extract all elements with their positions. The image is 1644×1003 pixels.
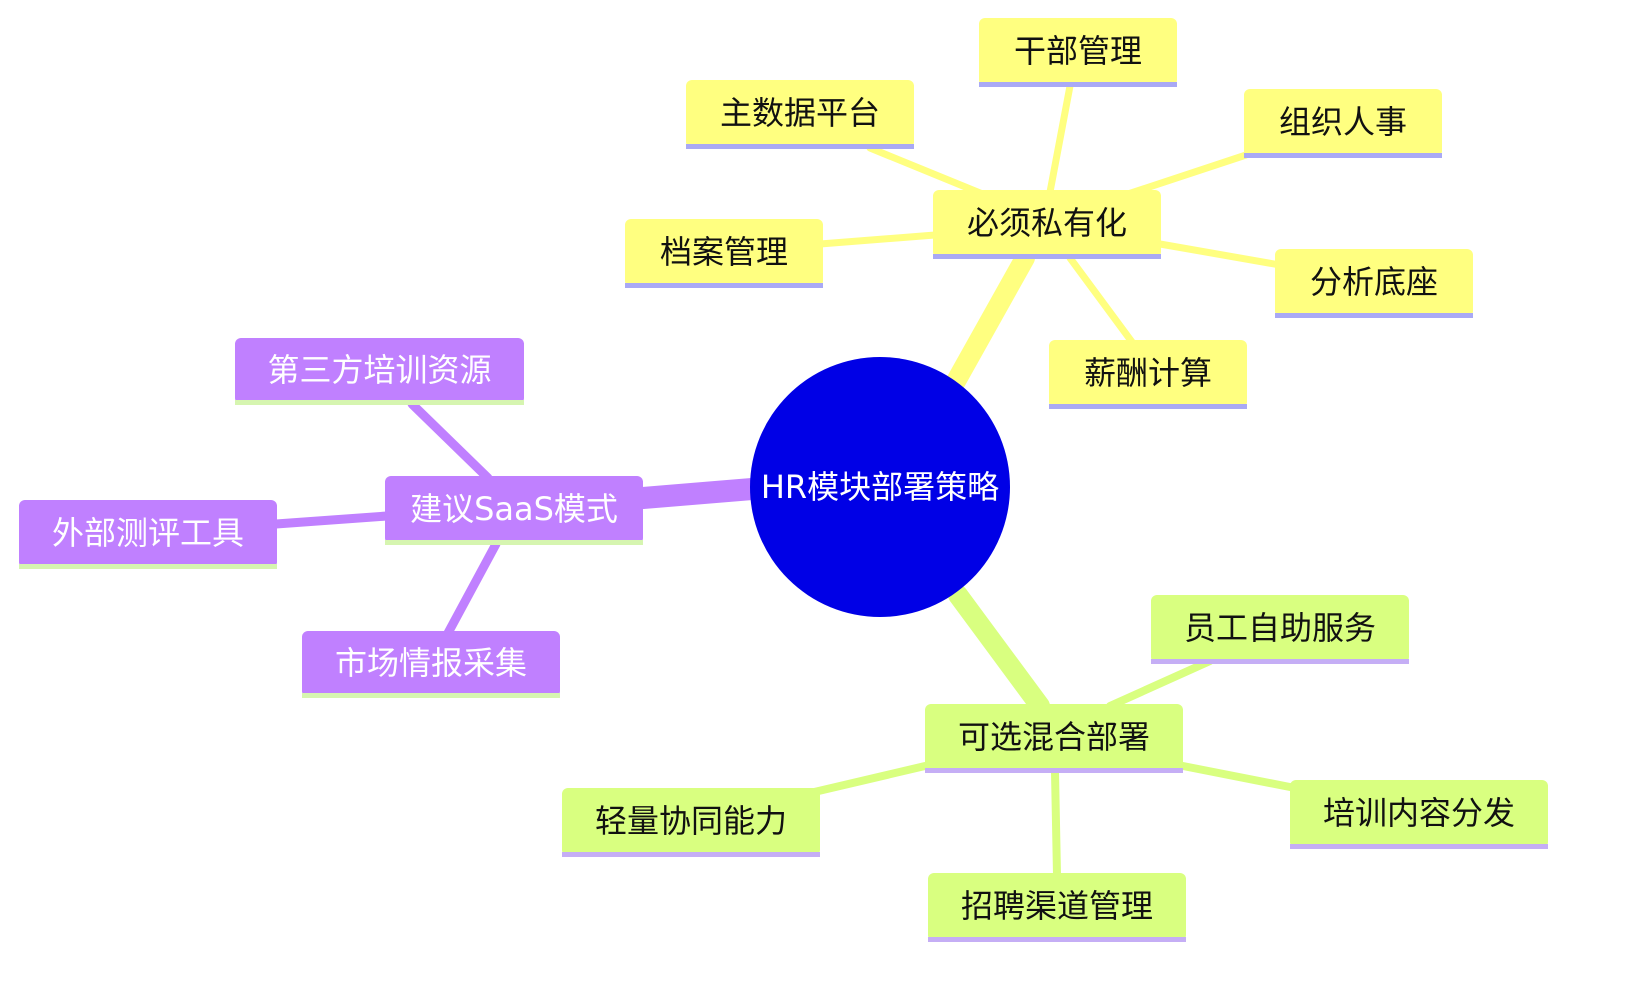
link-assessment [271, 511, 392, 529]
node-assessment-label: 外部测评工具 [52, 514, 244, 552]
node-collab-underline [562, 852, 820, 857]
node-analysis[interactable]: 分析底座 [1275, 249, 1473, 318]
node-masterdata[interactable]: 主数据平台 [686, 80, 914, 149]
node-payroll-box [1049, 340, 1247, 408]
node-archive[interactable]: 档案管理 [625, 219, 823, 288]
node-cadre-label: 干部管理 [1014, 32, 1142, 70]
root-node[interactable]: HR模块部署策略 [750, 357, 1010, 617]
node-archive-box [625, 219, 823, 287]
node-collab[interactable]: 轻量协同能力 [562, 788, 820, 857]
link-payroll [1066, 254, 1136, 346]
node-hybrid-underline [925, 768, 1183, 773]
node-market[interactable]: 市场情报采集 [302, 631, 560, 698]
node-saas-box [385, 476, 643, 544]
node-archive-underline [625, 283, 823, 288]
link-saas [632, 478, 763, 509]
node-assessment-underline [19, 564, 277, 569]
node-training-res-label: 第三方培训资源 [267, 351, 491, 389]
node-training-dist[interactable]: 培训内容分发 [1290, 780, 1548, 849]
node-training-dist-underline [1290, 844, 1548, 849]
node-training-res[interactable]: 第三方培训资源 [235, 338, 524, 405]
link-market [443, 539, 501, 638]
node-recruit[interactable]: 招聘渠道管理 [928, 873, 1186, 942]
node-payroll-label: 薪酬计算 [1084, 354, 1212, 392]
node-private[interactable]: 必须私有化 [933, 190, 1161, 259]
node-recruit-box [928, 873, 1186, 941]
node-masterdata-label: 主数据平台 [720, 94, 880, 132]
link-org [1121, 151, 1250, 199]
link-masterdata [866, 144, 989, 199]
node-private-underline [933, 254, 1161, 259]
node-training-dist-box [1290, 780, 1548, 848]
link-selfservice [1106, 657, 1214, 710]
node-payroll-underline [1049, 404, 1247, 409]
node-masterdata-underline [686, 144, 914, 149]
node-market-underline [302, 693, 560, 698]
node-market-box [302, 631, 560, 697]
node-recruit-underline [928, 937, 1186, 942]
node-analysis-box [1275, 249, 1473, 317]
node-selfservice[interactable]: 员工自助服务 [1151, 595, 1409, 664]
node-org-underline [1244, 153, 1442, 158]
node-selfservice-label: 员工自助服务 [1184, 609, 1376, 647]
node-assessment-box [19, 500, 277, 568]
node-masterdata-box [686, 80, 914, 148]
node-training-res-box [235, 338, 524, 404]
node-saas[interactable]: 建议SaaS模式 [385, 476, 643, 545]
node-analysis-underline [1275, 313, 1473, 318]
link-training-res [407, 399, 493, 483]
link-private [945, 248, 1035, 393]
node-training-res-underline [235, 400, 524, 405]
node-market-label: 市场情报采集 [335, 644, 527, 682]
node-collab-label: 轻量协同能力 [595, 802, 787, 840]
node-saas-label: 建议SaaS模式 [410, 490, 618, 528]
node-recruit-label: 招聘渠道管理 [961, 887, 1153, 925]
node-payroll[interactable]: 薪酬计算 [1049, 340, 1247, 409]
root-node-circle [750, 357, 1010, 617]
node-analysis-label: 分析底座 [1310, 263, 1438, 301]
link-cadre [1046, 82, 1074, 196]
link-hybrid [948, 585, 1050, 716]
node-org-box [1244, 89, 1442, 157]
node-hybrid[interactable]: 可选混合部署 [925, 704, 1183, 773]
link-training-dist [1179, 762, 1299, 792]
link-archive [816, 231, 939, 248]
node-training-dist-label: 培训内容分发 [1323, 794, 1515, 832]
link-recruit [1051, 768, 1061, 879]
node-selfservice-underline [1151, 659, 1409, 664]
node-saas-underline [385, 540, 643, 545]
node-cadre[interactable]: 干部管理 [979, 18, 1177, 87]
node-private-box [933, 190, 1161, 258]
root-node-label: HR模块部署策略 [761, 468, 999, 506]
node-assessment[interactable]: 外部测评工具 [19, 500, 277, 569]
node-private-label: 必须私有化 [967, 204, 1127, 242]
node-collab-box [562, 788, 820, 856]
node-org[interactable]: 组织人事 [1244, 89, 1442, 158]
node-hybrid-label: 可选混合部署 [958, 718, 1150, 756]
node-hybrid-box [925, 704, 1183, 772]
node-cadre-box [979, 18, 1177, 86]
node-selfservice-box [1151, 595, 1409, 663]
link-collab [806, 762, 929, 797]
node-archive-label: 档案管理 [660, 233, 788, 271]
mindmap-links [271, 82, 1299, 879]
node-cadre-underline [979, 82, 1177, 87]
node-org-label: 组织人事 [1279, 103, 1407, 141]
link-analysis [1156, 240, 1284, 269]
